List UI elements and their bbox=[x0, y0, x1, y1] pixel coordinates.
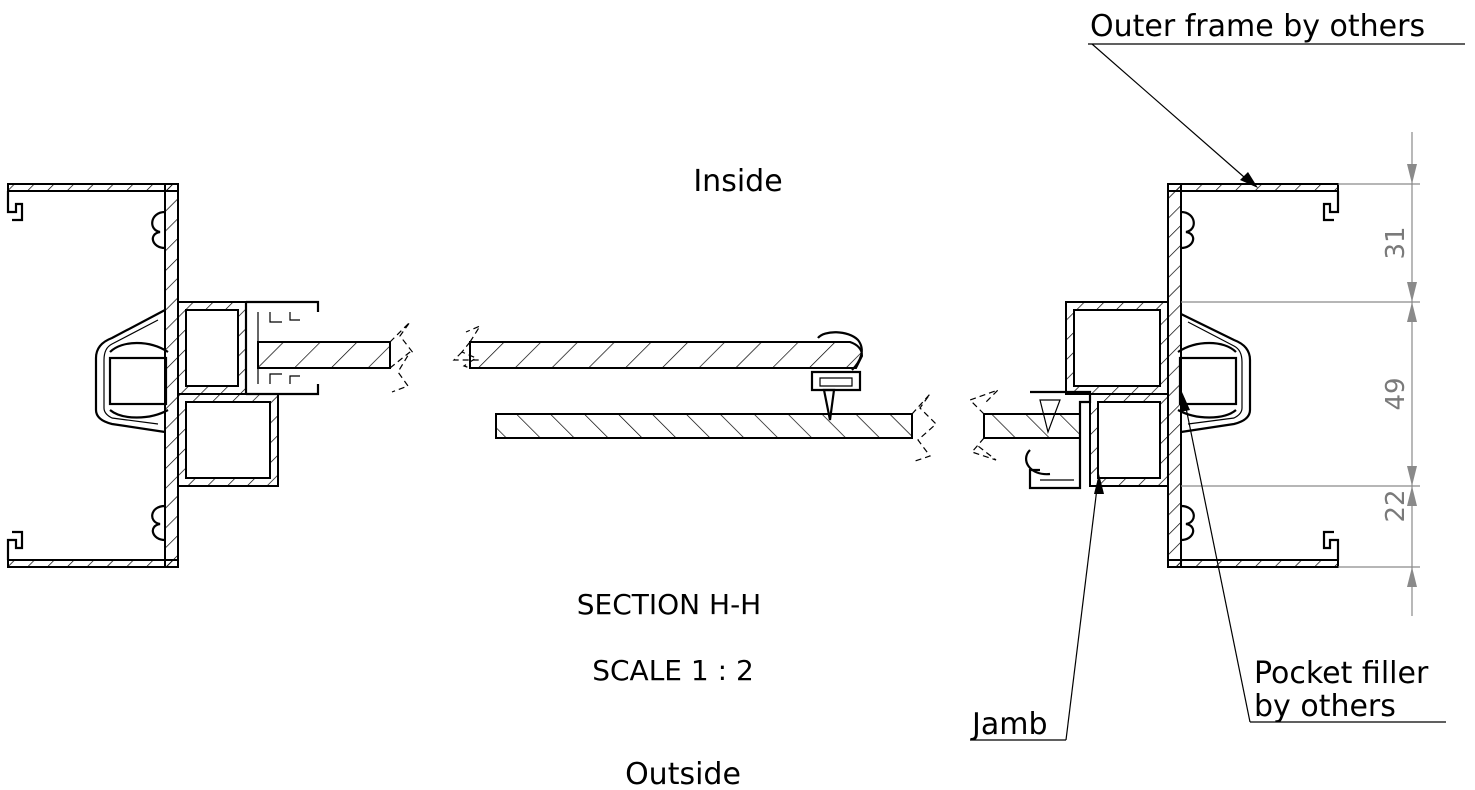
label-pocket-filler-2: by others bbox=[1254, 689, 1396, 724]
center-glazing-clip bbox=[810, 370, 862, 421]
label-section: SECTION H-H bbox=[577, 588, 761, 621]
left-pocket-filler bbox=[94, 309, 169, 434]
dimension-49: 49 bbox=[1381, 377, 1411, 410]
left-outer-frame bbox=[6, 183, 179, 568]
dimension-22: 22 bbox=[1381, 489, 1411, 522]
right-lower-pane-end bbox=[968, 389, 1081, 461]
label-scale: SCALE 1 : 2 bbox=[592, 654, 754, 687]
left-glass-pane bbox=[257, 321, 415, 393]
label-outside: Outside bbox=[625, 757, 741, 790]
right-jamb-profile bbox=[1025, 301, 1169, 490]
label-outer-frame: Outer frame by others bbox=[1090, 9, 1425, 44]
label-jamb: Jamb bbox=[970, 707, 1048, 742]
label-pocket-filler: Pocket filler bbox=[1254, 656, 1429, 691]
label-inside: Inside bbox=[693, 164, 782, 199]
right-pocket-filler bbox=[1177, 313, 1252, 434]
center-lower-pane bbox=[495, 393, 937, 463]
dimension-lines bbox=[1181, 132, 1420, 616]
leader-lines bbox=[970, 43, 1465, 741]
left-sash-profile bbox=[177, 300, 320, 487]
center-upper-pane bbox=[452, 324, 864, 371]
dimension-31: 31 bbox=[1381, 226, 1411, 259]
right-outer-frame bbox=[1167, 183, 1340, 568]
